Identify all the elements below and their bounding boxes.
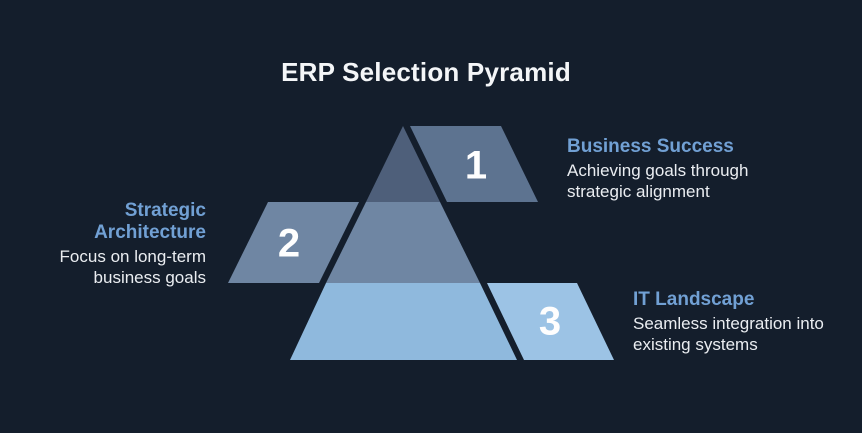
desc-line: Seamless integration into bbox=[633, 314, 824, 333]
level-2-number: 2 bbox=[277, 221, 301, 266]
pyramid-band-2 bbox=[326, 202, 480, 283]
level-1-number: 1 bbox=[464, 143, 488, 188]
level-3-heading: IT Landscape bbox=[633, 289, 755, 310]
heading-line: Strategic bbox=[124, 200, 206, 221]
desc-line: strategic alignment bbox=[567, 182, 710, 201]
level-1-description: Achieving goals through strategic alignm… bbox=[567, 160, 748, 202]
level-3-number: 3 bbox=[538, 299, 562, 344]
level-1-heading: Business Success bbox=[567, 136, 734, 157]
desc-line: Focus on long-term bbox=[59, 247, 206, 266]
level-3-parallelogram bbox=[487, 283, 614, 360]
heading-line: Architecture bbox=[94, 222, 206, 243]
level-2-parallelogram bbox=[228, 202, 359, 283]
level-2-description: Focus on long-term business goals bbox=[60, 246, 206, 288]
desc-line: existing systems bbox=[633, 335, 758, 354]
desc-line: Achieving goals through bbox=[567, 161, 749, 180]
level-2-heading: Strategic Architecture bbox=[60, 200, 206, 244]
level-1-label: Business Success Achieving goals through… bbox=[567, 136, 748, 202]
page-title: ERP Selection Pyramid bbox=[281, 57, 571, 87]
level-2-label: Strategic Architecture Focus on long-ter… bbox=[60, 200, 206, 288]
level-3-label: IT Landscape Seamless integration into e… bbox=[633, 289, 824, 355]
pyramid-band-1 bbox=[366, 126, 440, 202]
level-1-parallelogram bbox=[410, 126, 538, 202]
desc-line: business goals bbox=[93, 268, 206, 287]
pyramid-band-3 bbox=[290, 283, 517, 360]
level-3-description: Seamless integration into existing syste… bbox=[633, 313, 824, 355]
